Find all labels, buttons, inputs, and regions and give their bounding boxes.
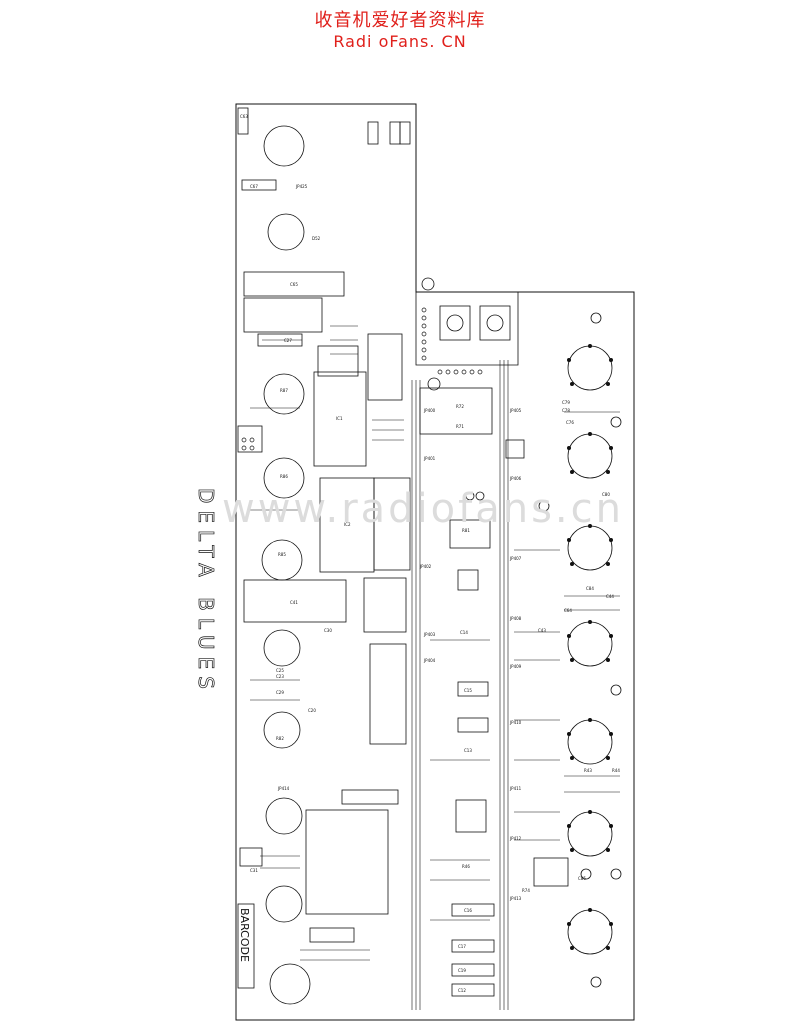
label-jp405: JP405 [509, 408, 522, 413]
label-jp402: JP402 [419, 564, 432, 569]
label-r85: R85 [278, 552, 286, 557]
label-c80: C80 [602, 492, 610, 497]
label-ic2: IC2 [344, 522, 351, 527]
label-jp406: JP406 [509, 476, 522, 481]
label-jp401: JP401 [423, 456, 436, 461]
label-jp407: JP407 [509, 556, 522, 561]
label-jp408: JP408 [509, 616, 522, 621]
label-jp411: JP411 [509, 786, 522, 791]
label-c15: C15 [464, 688, 472, 693]
label-c44: C44 [606, 594, 614, 599]
label-jp425: JP425 [295, 184, 308, 189]
label-jp413: JP413 [509, 896, 522, 901]
label-c67: C67 [250, 184, 258, 189]
site-title-en: Radi oFans. CN [333, 32, 467, 51]
label-c16: C16 [464, 908, 472, 913]
label-c63: C63 [240, 114, 248, 119]
label-c78: C78 [562, 408, 570, 413]
label-c14: C14 [460, 630, 468, 635]
label-c27: C27 [284, 338, 292, 343]
label-ic1: IC1 [336, 416, 343, 421]
board-product-title: DELTA BLUES [194, 488, 218, 696]
label-jp412: JP412 [509, 836, 522, 841]
label-c12: C12 [458, 988, 466, 993]
label-c85: C85 [578, 876, 586, 881]
label-r72: R72 [456, 404, 464, 409]
label-c79: C79 [562, 400, 570, 405]
label-c84: C84 [586, 586, 594, 591]
label-r81: R81 [462, 528, 470, 533]
site-title-cn: 收音机爱好者资料库 [314, 10, 486, 31]
label-c17: C17 [458, 944, 466, 949]
label-c19: C19 [458, 968, 466, 973]
label-r43: R43 [584, 768, 592, 773]
label-r46: R46 [462, 864, 470, 869]
label-r74: R74 [522, 888, 530, 893]
label-c30: C30 [324, 628, 332, 633]
label-r82: R82 [276, 736, 284, 741]
label-c64: C64 [564, 608, 572, 613]
label-jp400: JP400 [423, 408, 436, 413]
label-c25: C25 [276, 668, 284, 673]
label-c43: C43 [538, 628, 546, 633]
label-c23: C23 [276, 674, 284, 679]
label-jp414: JP414 [277, 786, 290, 791]
label-c76: C76 [566, 420, 574, 425]
label-jp409: JP409 [509, 664, 522, 669]
label-jp410: JP410 [509, 720, 522, 725]
label-c41: C41 [290, 600, 298, 605]
label-r87: R87 [280, 388, 288, 393]
board-outline [235, 103, 635, 1021]
label-c65: C65 [290, 282, 298, 287]
label-c29: C29 [276, 690, 284, 695]
label-r71: R71 [456, 424, 464, 429]
inner-notch [415, 292, 519, 366]
barcode-label: BARCODE [238, 908, 251, 962]
label-jp403: JP403 [423, 632, 436, 637]
label-c31: C31 [250, 868, 258, 873]
label-r44: R44 [612, 768, 620, 773]
label-jp404: JP404 [423, 658, 436, 663]
label-c20: C20 [308, 708, 316, 713]
label-r86: R86 [280, 474, 288, 479]
label-d52: D52 [312, 236, 321, 241]
label-c13: C13 [464, 748, 472, 753]
watermark-text: www.radiofans.cn [222, 486, 624, 532]
